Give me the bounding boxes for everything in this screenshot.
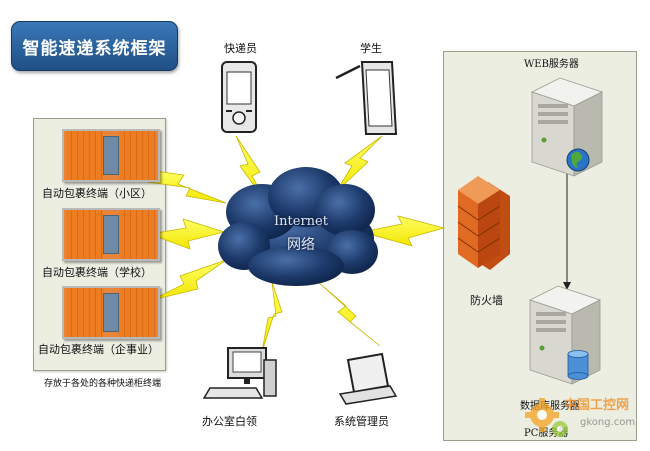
link-bolt-student [335,135,383,193]
link-bolt-office [261,281,283,353]
link-bolt-terminal2 [148,218,226,250]
cloud-label-network: 网络 [287,237,315,253]
locker-screen [103,293,119,332]
db-server-icon [528,285,602,385]
locker-terminal-2 [62,208,160,261]
link-bolt-firewall [361,215,446,247]
svg-text:中国工控网: 中国工控网 [564,397,629,413]
courier-phone-icon [221,61,257,133]
locker-screen [103,136,119,175]
firewall-label: 防火墙 [470,294,503,307]
locker-screen [103,215,119,254]
web-server-icon [530,77,604,177]
server-link-arrow-down [563,282,571,290]
pc-server-label: PC服务器 [524,428,569,439]
diagram-title: 智能速递系统框架 [11,21,178,71]
firewall-icon [457,176,510,270]
sysadmin-laptop-icon [338,352,398,405]
sysadmin-label: 系统管理员 [334,415,389,428]
student-label: 学生 [360,42,382,55]
student-tablet-icon [335,61,398,135]
gkong-watermark-logo: 中国工控网 gkong.com [520,393,650,447]
terminal-caption: 存放于各处的各种快递柜终端 [44,379,162,389]
terminal-label-2: 自动包裹终端（学校） [42,266,152,279]
web-server-label: WEB服务器 [524,59,579,70]
office-label: 办公室白领 [202,415,257,428]
internet-cloud [218,167,378,286]
terminal-label-1: 自动包裹终端（小区） [42,187,152,200]
office-desktop-icon [202,347,277,399]
link-bolt-sysadmin [317,281,381,347]
locker-terminal-3 [62,286,160,339]
link-bolt-terminal1 [139,168,227,204]
locker-terminal-1 [62,129,160,182]
link-bolt-terminal3 [151,259,227,301]
cloud-label-internet: Internet [274,214,328,229]
gear-icon: 中国工控网 gkong.com [525,397,635,437]
svg-text:gkong.com: gkong.com [580,417,635,428]
terminal-label-3: 自动包裹终端（企事业） [38,343,159,356]
courier-label: 快递员 [224,42,257,55]
